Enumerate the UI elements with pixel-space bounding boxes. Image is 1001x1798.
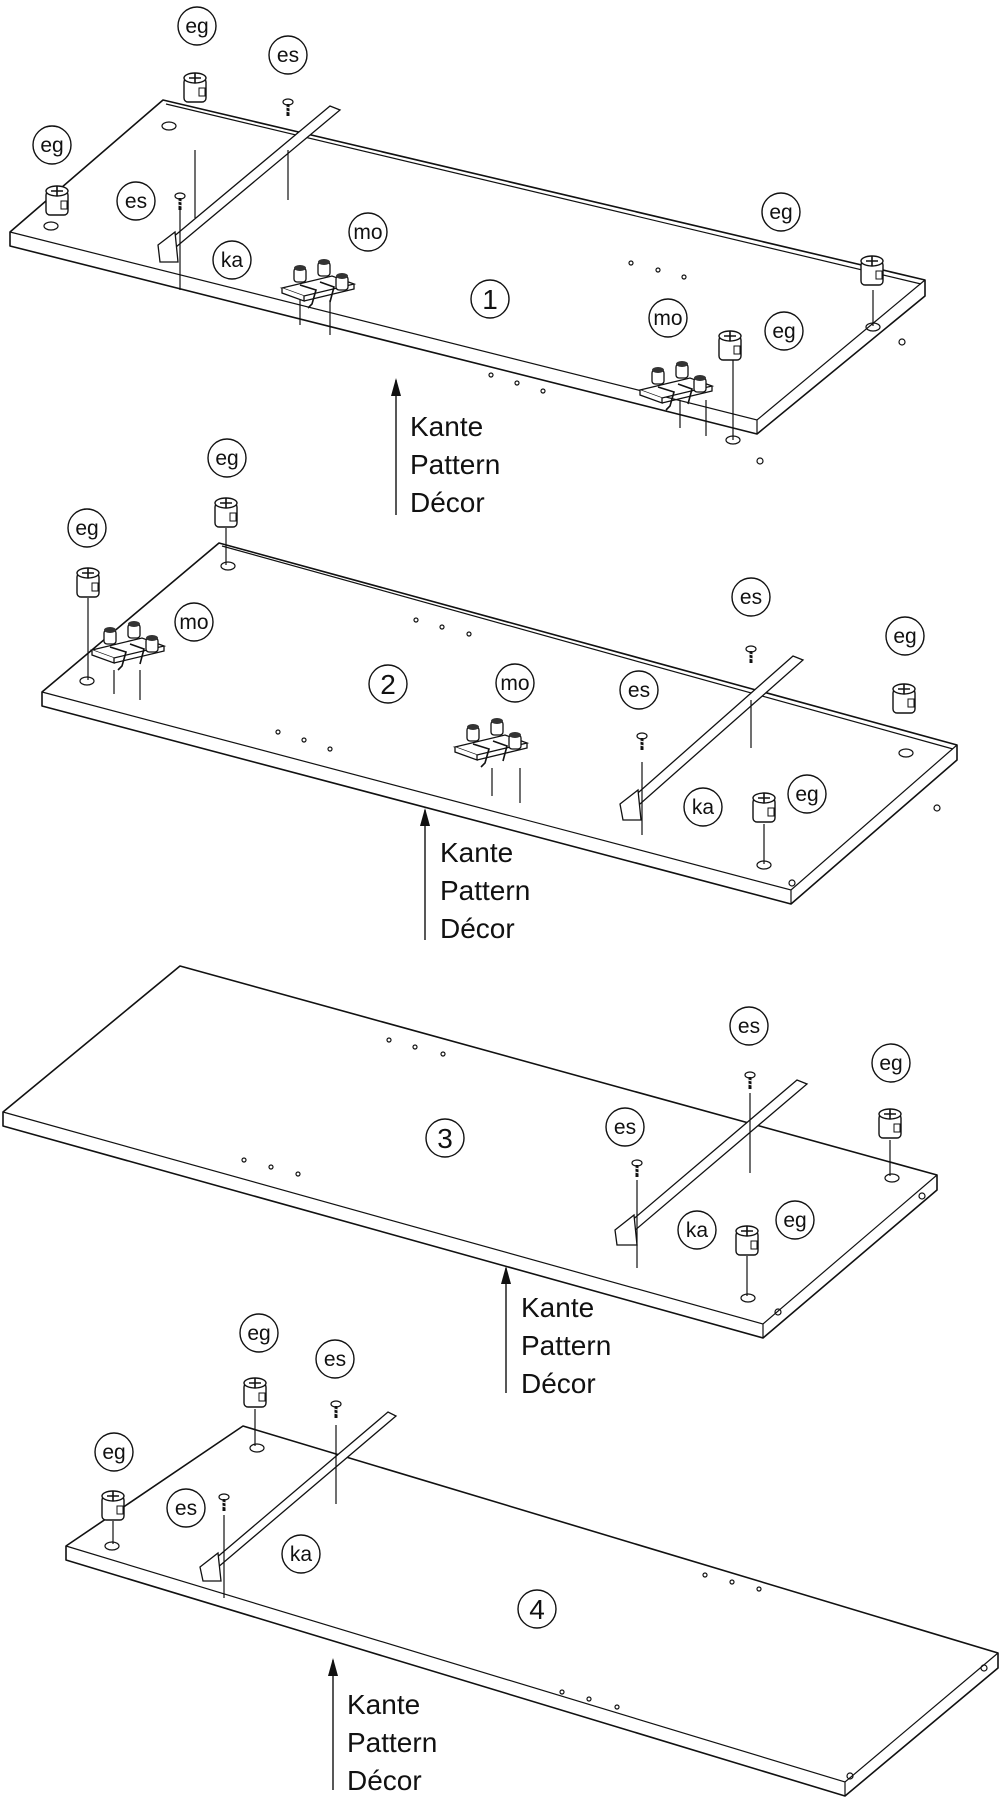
svg-text:3: 3 — [437, 1123, 453, 1154]
callout-mo-1-6: mo — [348, 212, 388, 252]
callouts: eg es eg es ka mo eg mo eg eg eg mo mo es es eg ka eg es eg… — [32, 6, 925, 1574]
callout-es-2-5: es — [619, 670, 659, 710]
callout-eg-3-2: eg — [871, 1043, 911, 1083]
svg-text:eg: eg — [215, 447, 238, 470]
callout-eg-1-1: eg — [177, 6, 217, 46]
svg-text:Pattern: Pattern — [521, 1330, 611, 1361]
svg-text:es: es — [740, 586, 762, 609]
svg-text:eg: eg — [247, 1322, 270, 1345]
callout-eg-4-1: eg — [239, 1313, 279, 1353]
svg-text:mo: mo — [179, 611, 208, 634]
svg-text:es: es — [125, 190, 147, 213]
svg-text:eg: eg — [75, 517, 98, 540]
panel-3 — [2, 965, 938, 1393]
callout-eg-2-7: eg — [885, 616, 925, 656]
callout-eg-1-3: eg — [32, 125, 72, 165]
svg-text:ka: ka — [686, 1219, 709, 1242]
edge-label-1: Kante Pattern Décor — [410, 411, 500, 518]
callout-mo-2-3: mo — [174, 602, 214, 642]
callout-mo-2-4: mo — [495, 663, 535, 703]
panel-2 — [41, 497, 958, 940]
svg-text:eg: eg — [783, 1209, 806, 1232]
callout-eg-3-5: eg — [775, 1200, 815, 1240]
svg-text:eg: eg — [772, 320, 795, 343]
svg-text:Pattern: Pattern — [347, 1727, 437, 1758]
callout-eg-2-1: eg — [207, 438, 247, 478]
callout-es-3-3: es — [605, 1107, 645, 1147]
svg-text:eg: eg — [102, 1441, 125, 1464]
svg-text:2: 2 — [380, 669, 396, 700]
panel-1 — [9, 72, 926, 515]
callout-ka-4-5: ka — [281, 1534, 321, 1574]
svg-text:es: es — [175, 1497, 197, 1520]
svg-text:es: es — [614, 1116, 636, 1139]
callout-ka-3-4: ka — [677, 1210, 717, 1250]
callout-es-1-4: es — [116, 181, 156, 221]
callout-ka-2-8: ka — [683, 787, 723, 827]
svg-text:mo: mo — [653, 307, 682, 330]
edge-label-4: Kante Pattern Décor — [347, 1689, 437, 1796]
callout-es-1-2: es — [268, 35, 308, 75]
callout-eg-2-2: eg — [67, 508, 107, 548]
svg-text:1: 1 — [482, 284, 498, 315]
panel-3-board — [2, 965, 938, 1339]
callout-es-4-2: es — [315, 1339, 355, 1379]
svg-text:ka: ka — [692, 796, 715, 819]
svg-text:Décor: Décor — [440, 913, 515, 944]
panel-number-4: 4 — [517, 1589, 557, 1629]
svg-text:eg: eg — [893, 625, 916, 648]
panel-number-3: 3 — [425, 1118, 465, 1158]
svg-text:Kante: Kante — [521, 1292, 594, 1323]
svg-text:eg: eg — [40, 134, 63, 157]
edge-label-3: Kante Pattern Décor — [521, 1292, 611, 1399]
svg-text:es: es — [738, 1015, 760, 1038]
svg-text:Décor: Décor — [347, 1765, 422, 1796]
svg-text:mo: mo — [500, 672, 529, 695]
callout-eg-4-3: eg — [94, 1432, 134, 1472]
svg-text:ka: ka — [290, 1543, 313, 1566]
svg-text:Kante: Kante — [347, 1689, 420, 1720]
svg-text:eg: eg — [185, 15, 208, 38]
callout-es-3-1: es — [729, 1006, 769, 1046]
svg-text:eg: eg — [769, 201, 792, 224]
svg-text:Kante: Kante — [440, 837, 513, 868]
svg-text:mo: mo — [353, 221, 382, 244]
svg-text:eg: eg — [879, 1052, 902, 1075]
panel-number-2: 2 — [368, 664, 408, 704]
svg-text:es: es — [628, 679, 650, 702]
callout-es-2-6: es — [731, 577, 771, 617]
panel-number-1: 1 — [470, 279, 510, 319]
callout-es-4-4: es — [166, 1488, 206, 1528]
callout-eg-2-9: eg — [787, 774, 827, 814]
callout-ka-1-5: ka — [212, 240, 252, 280]
svg-text:Décor: Décor — [410, 487, 485, 518]
svg-text:ka: ka — [221, 249, 244, 272]
edge-label-2: Kante Pattern Décor — [440, 837, 530, 944]
panel-4 — [65, 1377, 999, 1797]
callout-mo-1-8: mo — [648, 298, 688, 338]
svg-text:Kante: Kante — [410, 411, 483, 442]
callout-eg-1-9: eg — [764, 311, 804, 351]
svg-text:es: es — [324, 1348, 346, 1371]
svg-text:Pattern: Pattern — [410, 449, 500, 480]
svg-text:Décor: Décor — [521, 1368, 596, 1399]
svg-text:4: 4 — [529, 1594, 545, 1625]
svg-text:es: es — [277, 44, 299, 67]
svg-text:Pattern: Pattern — [440, 875, 530, 906]
callout-eg-1-7: eg — [761, 192, 801, 232]
svg-text:eg: eg — [795, 783, 818, 806]
